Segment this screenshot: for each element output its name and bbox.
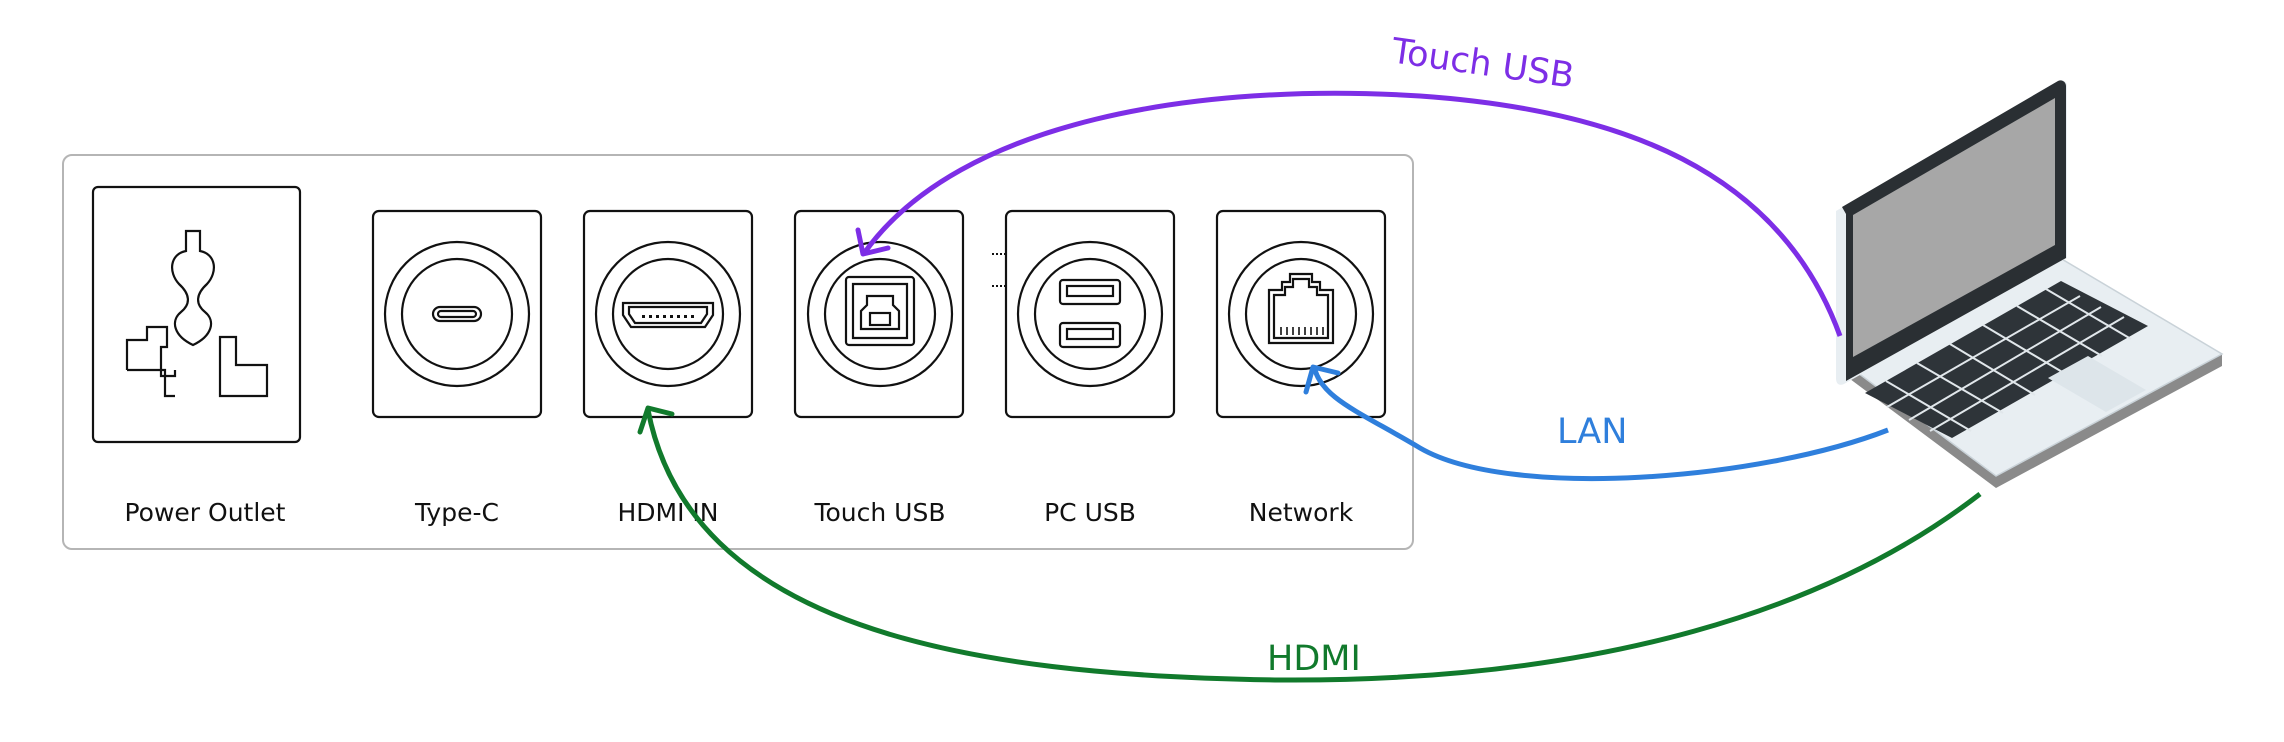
power-outlet-frame <box>91 185 302 444</box>
cable-hdmi <box>637 405 1982 683</box>
pc-usb-port <box>992 209 1176 419</box>
port-label-type-c: Type-C <box>414 498 499 527</box>
cable-lan <box>1303 364 1889 481</box>
cable-touch-usb <box>855 90 1843 337</box>
rj45-port-icon <box>1267 272 1335 345</box>
cable-label-touch-usb: Touch USB <box>1388 31 1576 96</box>
power-outlet-icon <box>125 229 269 398</box>
port-label-touch-usb: Touch USB <box>813 498 945 527</box>
port-label-pc-usb: PC USB <box>1044 498 1136 527</box>
usb-b-port-icon <box>844 275 916 347</box>
type-c-frame <box>371 209 543 419</box>
type-c-port <box>371 209 543 419</box>
network-frame <box>1215 209 1387 419</box>
hdmi-in-port <box>582 209 754 419</box>
panel-frame <box>62 154 1414 550</box>
touch-usb-port <box>793 209 965 419</box>
connection-panel: Power Outlet Type-C HDMI IN Touch USB PC… <box>62 154 1414 550</box>
pc-usb-frame <box>1004 209 1176 419</box>
dotted-marks <box>992 253 1006 287</box>
usb-c-port-icon <box>431 305 483 323</box>
port-label-power-outlet: Power Outlet <box>125 498 286 527</box>
touch-usb-frame <box>793 209 965 419</box>
network-port <box>1215 209 1387 419</box>
power-outlet-port <box>91 185 302 444</box>
cable-label-lan: LAN <box>1557 412 1627 452</box>
hdmi-port-icon <box>621 301 715 329</box>
cable-label-hdmi: HDMI <box>1267 639 1361 679</box>
laptop-icon <box>1836 80 2224 488</box>
hdmi-in-frame <box>582 209 754 419</box>
port-label-network: Network <box>1249 498 1354 527</box>
usb-a-port-icon <box>1058 278 1122 349</box>
